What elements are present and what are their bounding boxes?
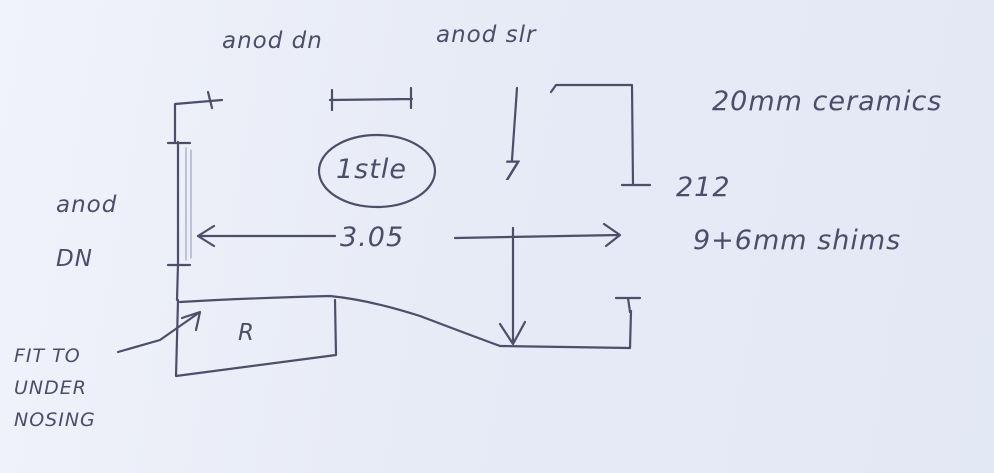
label-dimension: 3.05 [340,222,405,253]
label-anod-dn-left: anod DN [56,192,118,272]
left-post-shading [185,147,192,261]
label-circled-note: 1stle [336,154,407,185]
label-r-panel: R [238,320,255,346]
dimension-arrow-left [196,224,337,248]
r-panel-box [174,298,338,378]
top-left-bracket [173,98,224,144]
left-vertical-post [166,140,192,302]
label-anod-slr: anod slr [436,22,537,48]
label-shims: 9+6mm shims [693,225,902,256]
label-anod-dn-top: anod dn [222,28,323,54]
right-top-bracket [549,83,652,187]
fit-pointer-arrow [116,310,202,354]
label-fit-note: FIT TO UNDER NOSING [14,345,96,431]
label-ceramic: 20mm ceramics [712,86,943,117]
label-small-number: 7 [503,156,522,187]
top-left-tick [206,90,214,110]
down-arrow [498,226,527,346]
dimension-arrow-right [453,222,622,248]
nosing-sweep-line [178,294,502,348]
top-middle-dimension-mark [328,86,414,112]
bottom-right-step [498,296,642,350]
label-212: 212 [676,172,731,203]
slr-vertical-line [510,86,519,162]
circled-note-ring [317,133,437,209]
